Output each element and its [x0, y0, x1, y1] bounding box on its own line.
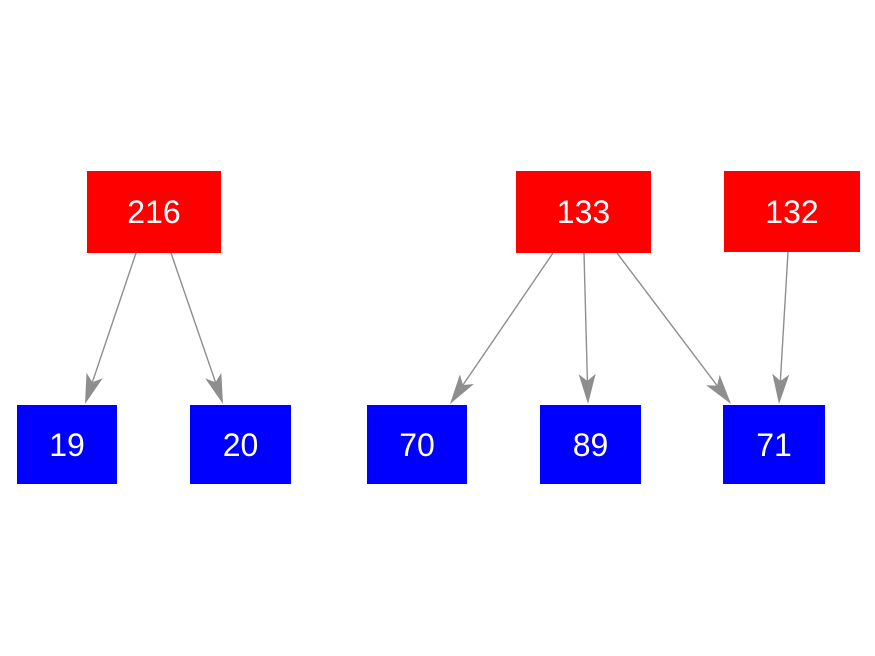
graph-node-19: 19: [17, 405, 117, 484]
graph-node-label: 20: [222, 426, 259, 463]
arrowhead-icon-216-20: [205, 372, 223, 404]
graph-node-label: 216: [127, 194, 181, 230]
graph-node-label: 89: [572, 426, 609, 463]
edge-132-71: [779, 251, 789, 382]
graph-node-20: 20: [190, 405, 291, 484]
edge-216-19: [91, 252, 137, 383]
arrowhead-icon-133-89: [578, 373, 596, 404]
graph-node-89: 89: [540, 405, 641, 484]
graph-node-label: 71: [756, 426, 792, 463]
edge-216-20: [170, 252, 217, 383]
edge-133-71: [616, 252, 718, 387]
edge-133-70: [462, 252, 554, 386]
graph-node-133: 133: [516, 171, 651, 253]
graph-node-label: 19: [49, 426, 85, 463]
arrowhead-icon-216-19: [85, 372, 103, 404]
graph-node-132: 132: [724, 171, 860, 252]
graph-node-label: 70: [399, 426, 435, 463]
graph-node-70: 70: [367, 405, 467, 484]
arrowhead-icon-132-71: [772, 373, 790, 404]
arrowhead-icon-133-71: [706, 374, 731, 404]
graph-node-216: 216: [87, 171, 221, 253]
arrowhead-icon-133-70: [450, 374, 474, 404]
graph-node-label: 132: [765, 193, 819, 230]
edge-133-89: [583, 252, 589, 382]
graph-node-label: 133: [556, 194, 611, 230]
graph-node-71: 71: [723, 405, 825, 484]
